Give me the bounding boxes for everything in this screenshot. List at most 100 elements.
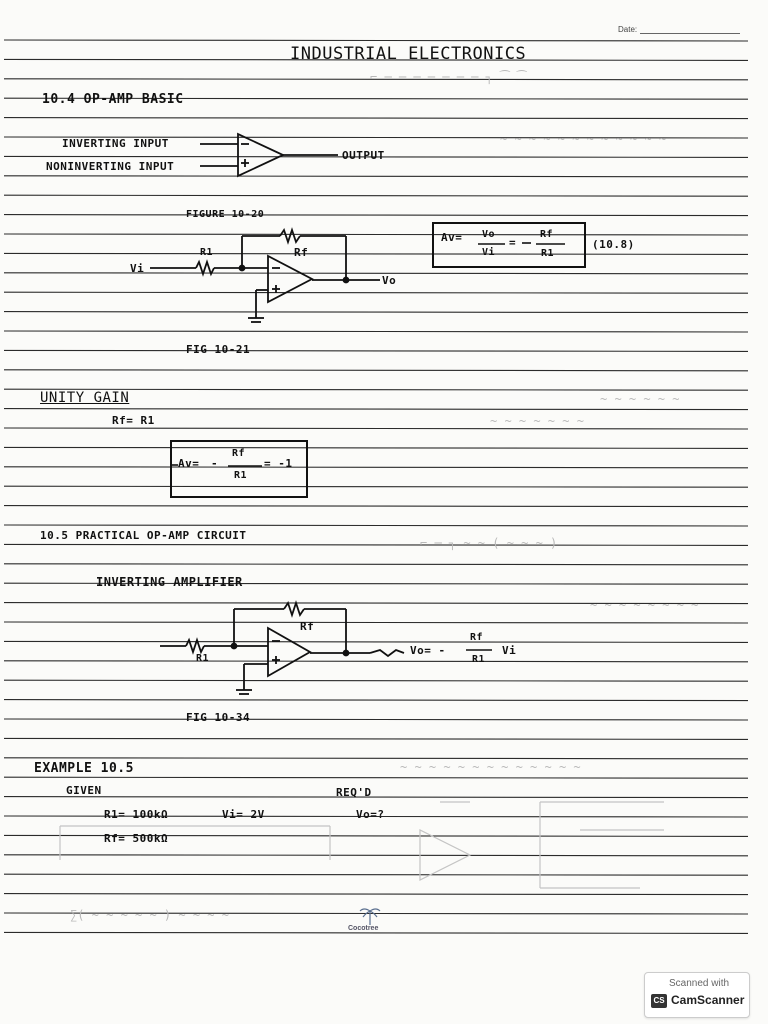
rf-label: Rf [294, 246, 309, 259]
bleed-through-text: ⌐ ─ ─ ─ ─ ─ ─ ─ ┐ ⁀ ⁀ [370, 70, 527, 84]
ruled-line [3, 175, 749, 178]
example-heading: EXAMPLE 10.5 [34, 761, 134, 776]
section-heading-practical-circuit: 10.5 PRACTICAL OP-AMP CIRCUIT [40, 529, 247, 542]
ruled-line [3, 737, 749, 740]
bleed-through-text: ⌐ ─ ┐ ~ ~ ( ~ ~ ~ ) [420, 536, 558, 550]
bleed-through-text: ~ ~ ~ ~ ~ ~ [600, 392, 680, 406]
inverting-amplifier-subheading: INVERTING AMPLIFIER [96, 575, 243, 589]
page-title: INDUSTRIAL ELECTRONICS [290, 44, 527, 64]
vo-formula-r1: R1 [472, 654, 486, 665]
camscanner-line1: Scanned with [669, 978, 730, 989]
camscanner-logo-icon: CS [651, 994, 667, 1008]
formula-equals: = [509, 236, 517, 249]
r1-label: R1 [200, 247, 214, 258]
bleed-through-text: ~ ~ ~ ~ ~ ~ ~ ~ [590, 598, 699, 612]
ruled-line [3, 679, 749, 682]
figure-label: FIGURE 10-20 [186, 209, 265, 220]
ruled-line [3, 214, 749, 217]
ruled-line [3, 660, 749, 663]
unity-formula-rf: Rf [232, 448, 246, 459]
bleed-through-text: ~ ~ ~ ~ ~ ~ ~ [490, 414, 584, 428]
ruled-line [3, 563, 749, 566]
vo-formula-left: Vo= - [410, 644, 446, 657]
ruled-line [3, 369, 749, 372]
ruled-line [3, 718, 749, 721]
reqd-vo-question: Vo=? [356, 808, 385, 821]
ruled-line [3, 330, 749, 333]
ruled-line [3, 776, 749, 779]
ruled-line [3, 252, 749, 255]
bleed-through-text: ~ ~ ~ ~ ~ ~ ~ ~ ~ ~ ~ ~ [500, 132, 667, 146]
section-heading-unity-gain: UNITY GAIN [40, 390, 130, 406]
given-vi-value: Vi= 2V [222, 808, 265, 821]
ruled-line [3, 155, 749, 158]
ruled-line [3, 699, 749, 702]
ruled-line [3, 446, 749, 449]
figure-caption-10-34: FIG 10-34 [186, 711, 251, 724]
ruled-line [3, 58, 749, 61]
unity-gain-formula-box [170, 440, 308, 498]
formula-av: Av= [441, 231, 463, 244]
equation-number: (10.8) [592, 238, 635, 251]
formula-vo: Vo [482, 229, 496, 240]
unity-formula-minus: - [211, 457, 219, 470]
noninverting-input-label: NONINVERTING INPUT [46, 160, 175, 173]
given-label: GIVEN [66, 784, 102, 797]
ruled-line [3, 311, 749, 314]
ruled-line [3, 582, 749, 585]
bleed-through-text: ~ ~ ~ ~ ~ ~ ~ ~ ~ ~ ~ ~ ~ [400, 760, 581, 774]
gain-formula-box [432, 222, 586, 268]
ruled-line [3, 834, 749, 837]
ruled-line [3, 136, 749, 139]
unity-formula-result: = -1 [264, 457, 293, 470]
ruled-line [3, 78, 749, 81]
formula-rf: Rf [540, 229, 554, 240]
camscanner-line2: CamScanner [671, 993, 745, 1007]
unity-formula-r1: R1 [234, 470, 248, 481]
ruled-line [3, 39, 749, 42]
ruled-line [3, 194, 749, 197]
ruled-line [3, 466, 749, 469]
ruled-line [3, 873, 749, 876]
ruled-line [3, 757, 749, 760]
ruled-line [3, 815, 749, 818]
palm-tree-icon [359, 908, 381, 925]
ruled-line [3, 349, 749, 352]
inverting-input-label: INVERTING INPUT [62, 137, 169, 150]
given-rf-value: Rf= 500kΩ [104, 832, 169, 845]
unity-gain-condition: Rf= R1 [112, 414, 155, 427]
date-label: Date: [618, 25, 638, 34]
ruled-line [3, 427, 749, 430]
ruled-line [3, 388, 749, 391]
vi-label: Vi [130, 262, 145, 275]
formula-vi: Vi [482, 247, 496, 258]
ruled-line [3, 505, 749, 508]
circuit2-r1-label: R1 [196, 653, 210, 664]
ruled-line [3, 912, 749, 915]
ruled-line [3, 796, 749, 799]
ruled-line [3, 621, 749, 624]
vo-label: Vo [382, 274, 397, 287]
ruled-line [3, 485, 749, 488]
ruled-line [3, 97, 749, 100]
figure-caption-10-21: FIG 10-21 [186, 343, 251, 356]
section-heading-op-amp-basic: 10.4 OP-AMP BASIC [42, 92, 184, 107]
ruled-line [3, 931, 749, 934]
cocotree-watermark: Cocotree [346, 905, 396, 935]
reqd-label: REQ'D [336, 786, 372, 799]
camscanner-badge: Scanned with CS CamScanner [644, 972, 750, 1018]
date-line [640, 33, 740, 34]
ruled-line [3, 524, 749, 527]
ruled-line [3, 854, 749, 857]
ruled-line [3, 408, 749, 411]
given-r1-value: R1= 100kΩ [104, 808, 169, 821]
ruled-line [3, 272, 749, 275]
ruled-line [3, 117, 749, 120]
ruled-line [3, 543, 749, 546]
ruled-line [3, 291, 749, 294]
vo-formula-rf: Rf [470, 632, 484, 643]
watermark-brand: Cocotree [348, 925, 379, 932]
output-label: OUTPUT [342, 149, 385, 162]
